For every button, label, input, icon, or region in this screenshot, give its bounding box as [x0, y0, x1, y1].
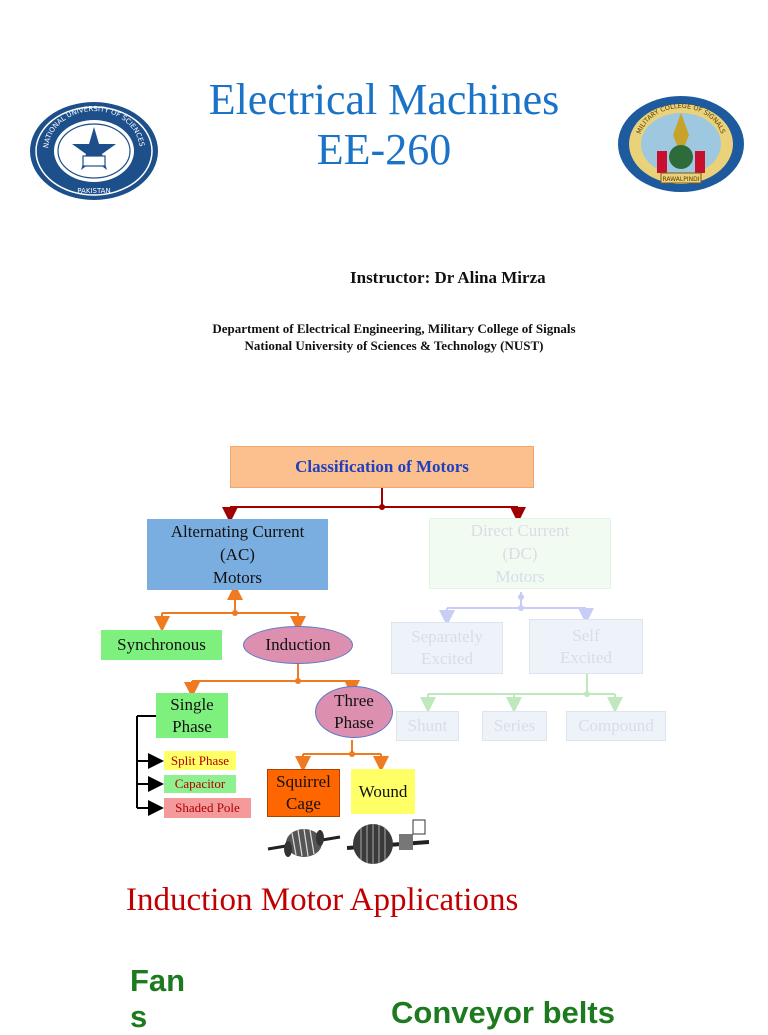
department-line: Department of Electrical Engineering, Mi…: [212, 321, 576, 336]
node-self-excited: Self Excited: [529, 619, 643, 674]
node-squirrel-cage: Squirrel Cage: [267, 769, 340, 817]
title-line1: Electrical Machines: [208, 75, 560, 124]
node-classification-of-motors: Classification of Motors: [230, 446, 534, 488]
application-conveyor-belts: Conveyor belts: [391, 995, 615, 1030]
mcs-logo: MILITARY COLLEGE OF SIGNALS RAWALPINDI: [617, 95, 745, 193]
node-capacitor: Capacitor: [164, 775, 236, 793]
node-dc-motors: Direct Current (DC) Motors: [429, 518, 611, 589]
node-synchronous: Synchronous: [101, 630, 222, 660]
node-separately-excited: Separately Excited: [391, 622, 503, 674]
node-three-phase: Three Phase: [315, 686, 393, 738]
node-induction: Induction: [243, 626, 353, 664]
node-shaded-pole: Shaded Pole: [164, 798, 251, 818]
university-line: National University of Sciences & Techno…: [244, 338, 544, 353]
wound-rotor-image: [347, 819, 429, 864]
node-single-phase: Single Phase: [156, 693, 228, 738]
squirrel-cage-rotor-image: [267, 828, 341, 857]
node-compound: Compound: [566, 711, 666, 741]
title-line2: EE-260: [316, 125, 452, 174]
node-series: Series: [482, 711, 547, 741]
application-fans: Fan s: [130, 963, 186, 1034]
svg-text:PAKISTAN: PAKISTAN: [77, 187, 110, 195]
node-ac-motors: Alternating Current (AC) Motors: [147, 519, 328, 590]
node-split-phase: Split Phase: [164, 751, 236, 770]
applications-title: Induction Motor Applications: [126, 882, 519, 918]
node-shunt: Shunt: [396, 711, 459, 741]
instructor-name: Instructor: Dr Alina Mirza: [350, 268, 546, 287]
svg-text:RAWALPINDI: RAWALPINDI: [662, 176, 699, 183]
nust-logo: NATIONAL UNIVERSITY OF SCIENCES & TECHNO…: [25, 94, 160, 202]
node-wound: Wound: [351, 769, 415, 814]
